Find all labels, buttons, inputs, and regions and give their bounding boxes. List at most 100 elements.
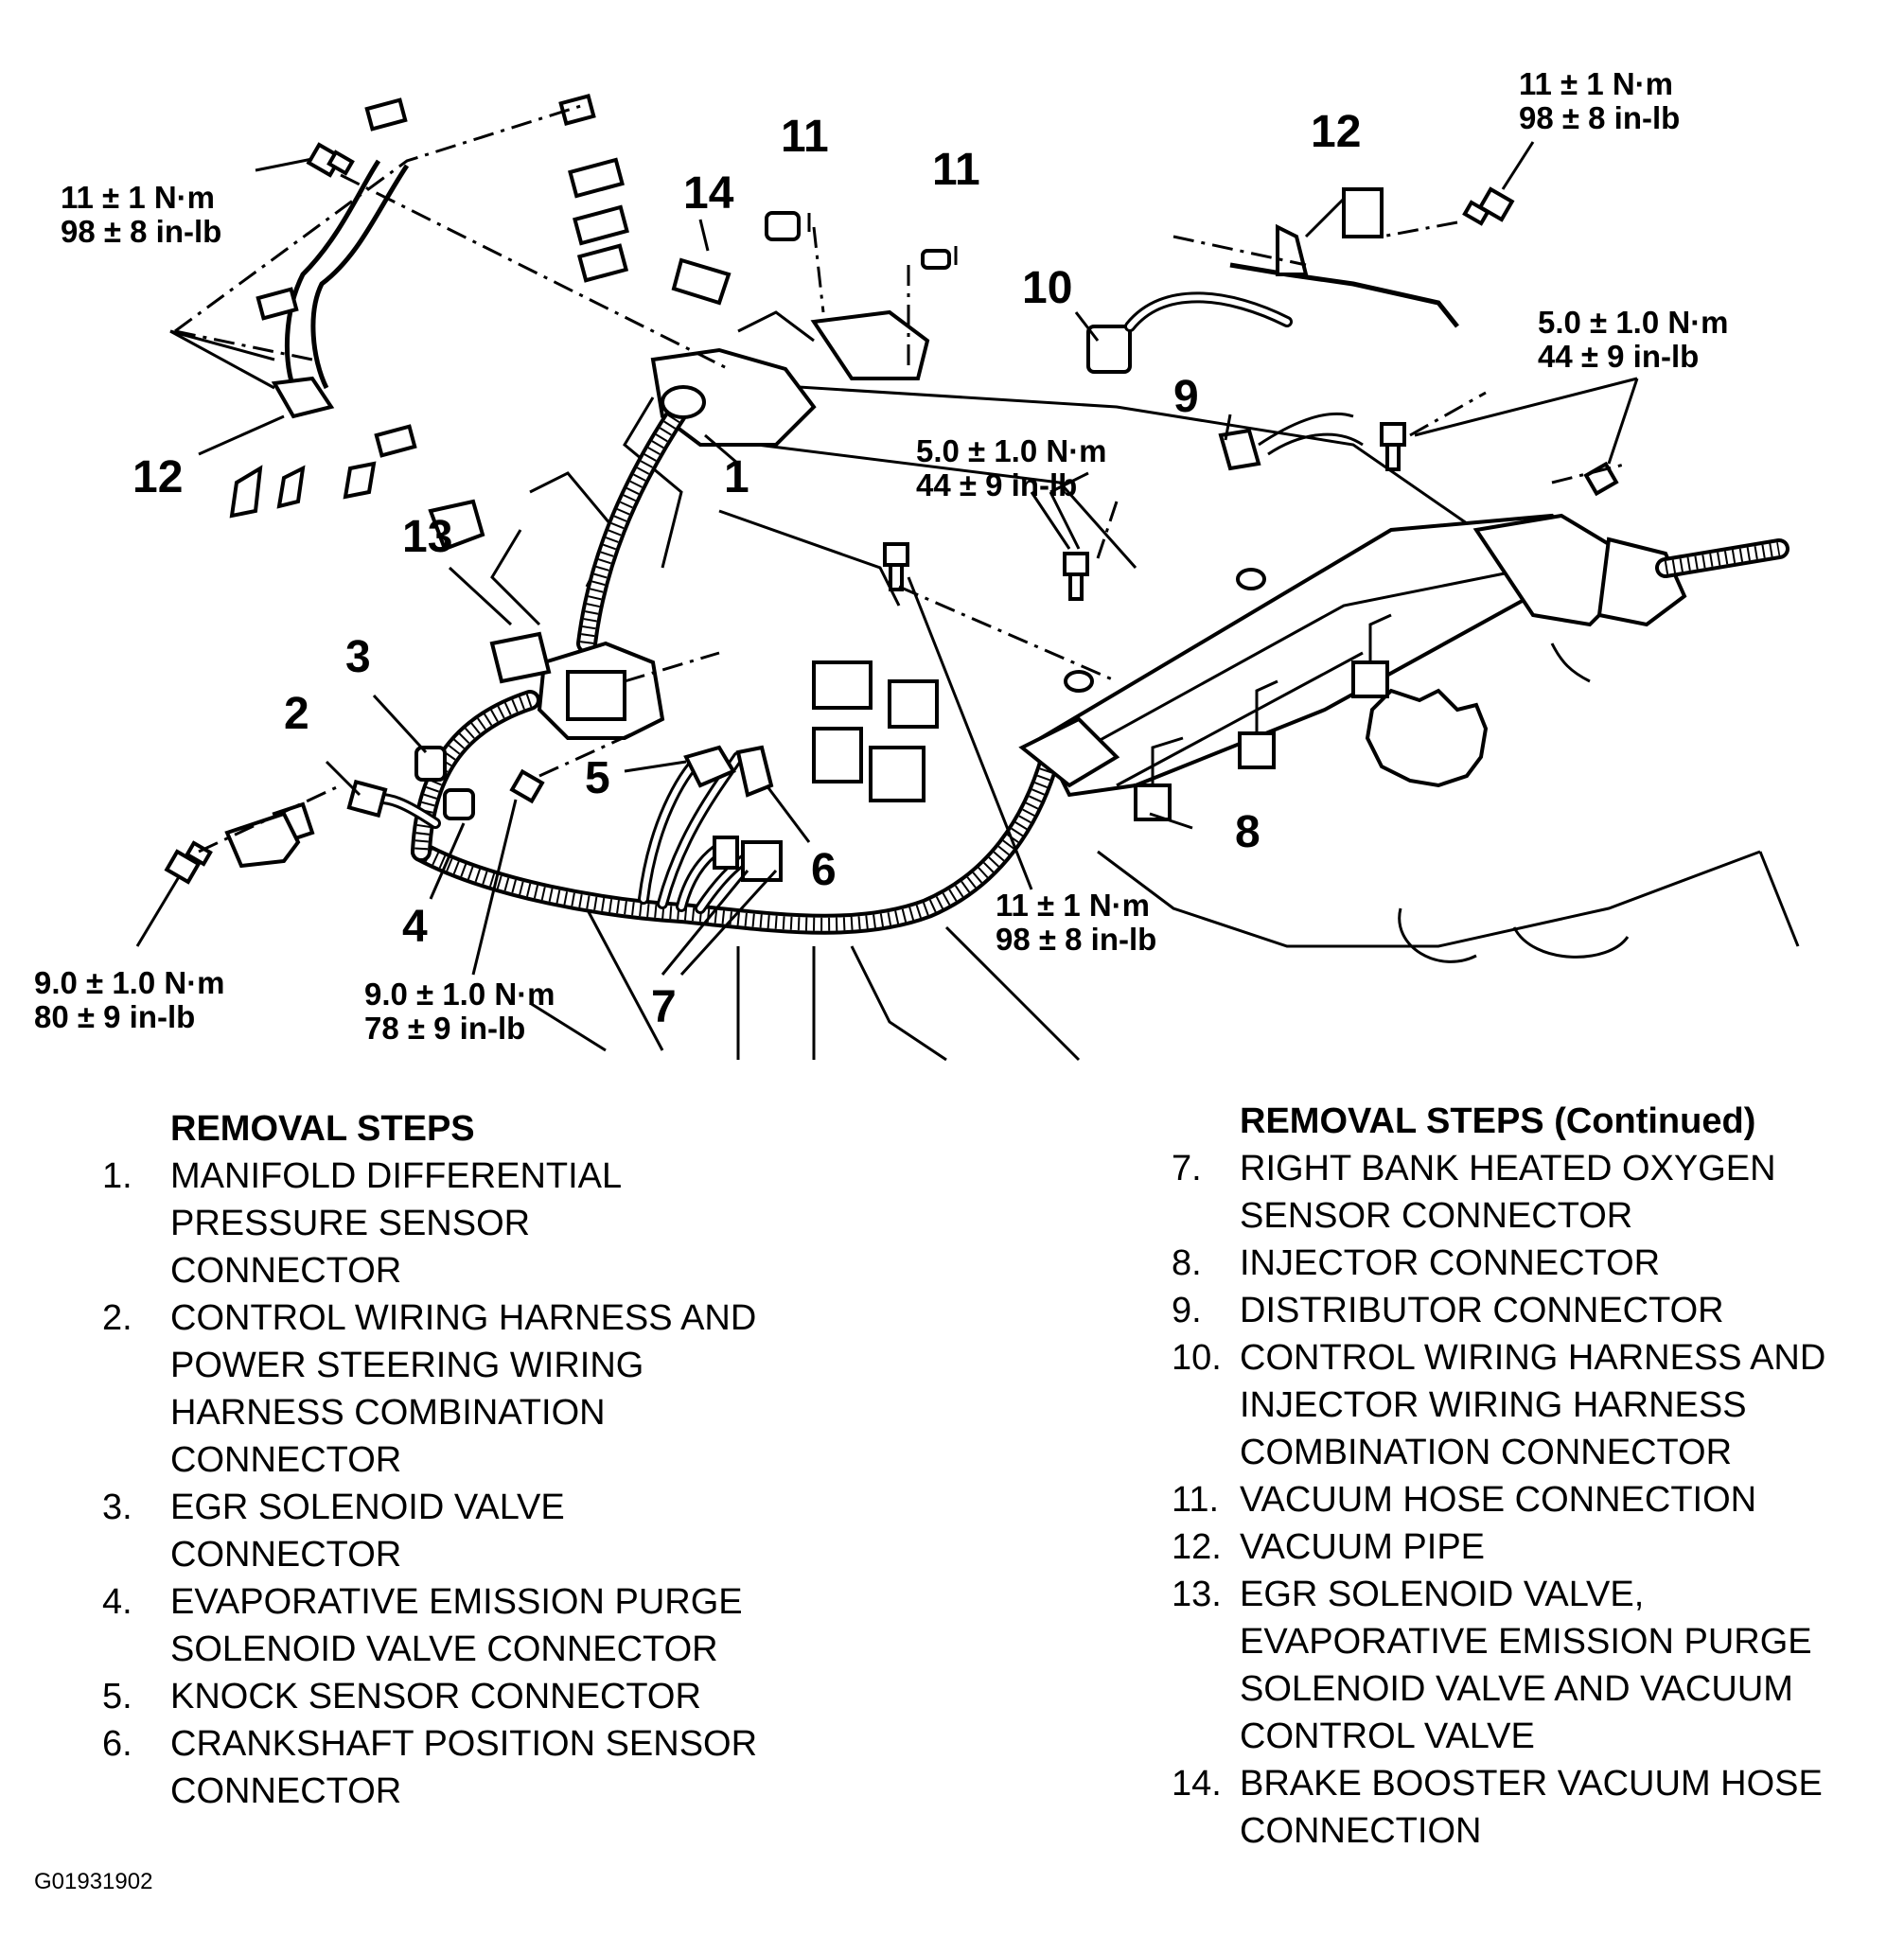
step-line: CONTROL VALVE [1240,1716,1535,1756]
torque-spec-nm: 11 ± 1 N·m [996,888,1150,923]
torque-spec-nm: 5.0 ± 1.0 N·m [916,433,1107,468]
torque-spec-nm: 5.0 ± 1.0 N·m [1538,305,1729,340]
callout-4: 4 [402,902,428,952]
callout-14: 14 [683,168,734,219]
callout-11-a: 11 [781,112,829,162]
step-line: HARNESS COMBINATION [170,1393,606,1433]
step-line: VACUUM HOSE CONNECTION [1240,1480,1757,1520]
step-description: BRAKE BOOSTER VACUUM HOSE CONNECTION [1240,1760,1904,1855]
step-line: CONNECTION [1240,1811,1482,1851]
step-description: DISTRIBUTOR CONNECTOR [1240,1287,1904,1334]
step-number: 1. [102,1156,132,1196]
step-line: INJECTOR CONNECTOR [1240,1243,1661,1283]
step-description: EGR SOLENOID VALVE,EVAPORATIVE EMISSION … [1240,1571,1904,1760]
removal-steps-continued-title: REMOVAL STEPS (Continued) [1240,1101,1756,1141]
torque-spec-nm: 11 ± 1 N·m [61,180,215,215]
step-number: 3. [102,1488,132,1527]
step-line: VACUUM PIPE [1240,1527,1486,1567]
step-line: SOLENOID VALVE AND VACUUM [1240,1669,1793,1709]
torque-spec-inlb: 98 ± 8 in-lb [1519,100,1680,135]
step-description: CRANKSHAFT POSITION SENSOR CONNECTOR [170,1720,821,1815]
step-number: 10. [1172,1338,1222,1378]
step-line: CONNECTOR [170,1771,402,1811]
step-description: VACUUM PIPE [1240,1523,1904,1571]
step-number: 13. [1172,1575,1222,1614]
step-line: SOLENOID VALVE CONNECTOR [170,1629,718,1669]
callout-13: 13 [402,512,452,562]
step-description: INJECTOR CONNECTOR [1240,1240,1904,1287]
leader-lines [135,141,1639,977]
step-description: VACUUM HOSE CONNECTION [1240,1476,1904,1523]
step-number: 6. [102,1724,132,1764]
bolt-icon [1583,461,1619,497]
callout-8: 8 [1235,807,1261,857]
torque-labels: 11 ± 1 N·m 98 ± 8 in-lb 11 ± 1 N·m 98 ± … [34,66,1729,1046]
step-line: CONNECTOR [170,1440,402,1480]
removal-step: 5. KNOCK SENSOR CONNECTOR [102,1673,821,1720]
removal-step: 9. DISTRIBUTOR CONNECTOR [1172,1287,1904,1334]
step-line: POWER STEERING WIRING [170,1346,644,1385]
bolt-icon [883,542,909,591]
step-line: EGR SOLENOID VALVE [170,1488,565,1527]
step-line: COMBINATION CONNECTOR [1240,1433,1733,1472]
callout-3: 3 [345,632,371,682]
connectors [229,94,1459,882]
callout-9: 9 [1173,372,1199,422]
step-number: 9. [1172,1291,1202,1330]
figure-id: G01931902 [34,1869,153,1894]
removal-step: 14. BRAKE BOOSTER VACUUM HOSE CONNECTION [1172,1760,1904,1855]
step-number: 12. [1172,1527,1222,1567]
step-number: 7. [1172,1149,1202,1188]
step-line: DISTRIBUTOR CONNECTOR [1240,1291,1724,1330]
step-description: KNOCK SENSOR CONNECTOR [170,1673,821,1720]
callout-5: 5 [585,753,610,803]
engine-wiring-harness-diagram: 1 2 3 4 5 6 7 8 9 10 11 11 12 12 13 14 1… [34,66,1800,1062]
callout-7: 7 [651,982,677,1032]
step-description: EVAPORATIVE EMISSION PURGE SOLENOID VALVE… [170,1578,821,1673]
step-number: 8. [1172,1243,1202,1283]
step-line: INJECTOR WIRING HARNESS [1240,1385,1747,1425]
step-line: EVAPORATIVE EMISSION PURGE [170,1582,743,1622]
callout-6: 6 [811,845,837,895]
step-line: CRANKSHAFT POSITION SENSOR [170,1724,758,1764]
torque-spec-inlb: 78 ± 9 in-lb [364,1011,525,1046]
torque-spec-nm: 9.0 ± 1.0 N·m [34,965,225,1000]
torque-spec-inlb: 80 ± 9 in-lb [34,999,195,1034]
torque-spec-nm: 11 ± 1 N·m [1519,66,1673,101]
step-line: KNOCK SENSOR CONNECTOR [170,1677,701,1716]
step-number: 11. [1172,1480,1220,1520]
step-line: CONNECTOR [170,1535,402,1575]
removal-step: 3. EGR SOLENOID VALVE CONNECTOR [102,1484,821,1578]
bolt-icon [509,768,545,804]
step-line: BRAKE BOOSTER VACUUM HOSE [1240,1764,1823,1804]
step-line: EGR SOLENOID VALVE, [1240,1575,1645,1614]
removal-step: 8. INJECTOR CONNECTOR [1172,1240,1904,1287]
step-line: RIGHT BANK HEATED OXYGEN [1240,1149,1776,1188]
engine-outline [490,309,1800,1062]
step-line: CONTROL WIRING HARNESS AND [1240,1338,1826,1378]
callout-11-b: 11 [932,145,980,195]
torque-spec-nm: 9.0 ± 1.0 N·m [364,977,555,1012]
removal-step: 10. CONTROL WIRING HARNESS AND INJECTOR WI… [1172,1334,1904,1476]
step-description: CONTROL WIRING HARNESS AND INJECTOR WIRIN… [1240,1334,1904,1476]
callout-12-b: 12 [132,452,183,502]
step-number: 5. [102,1677,132,1716]
bolts [164,142,1619,885]
callout-1: 1 [724,452,749,502]
removal-steps-continued-list: REMOVAL STEPS (Continued) 7. RIGHT BANK H… [1172,1098,1904,1855]
step-number: 14. [1172,1764,1222,1804]
removal-step: 6. CRANKSHAFT POSITION SENSOR CONNECTOR [102,1720,821,1815]
torque-spec-inlb: 44 ± 9 in-lb [1538,339,1699,374]
step-line: PRESSURE SENSOR [170,1204,531,1243]
callout-2: 2 [284,689,309,739]
bolt-icon [306,142,355,178]
assembly-dashes [174,102,1629,854]
